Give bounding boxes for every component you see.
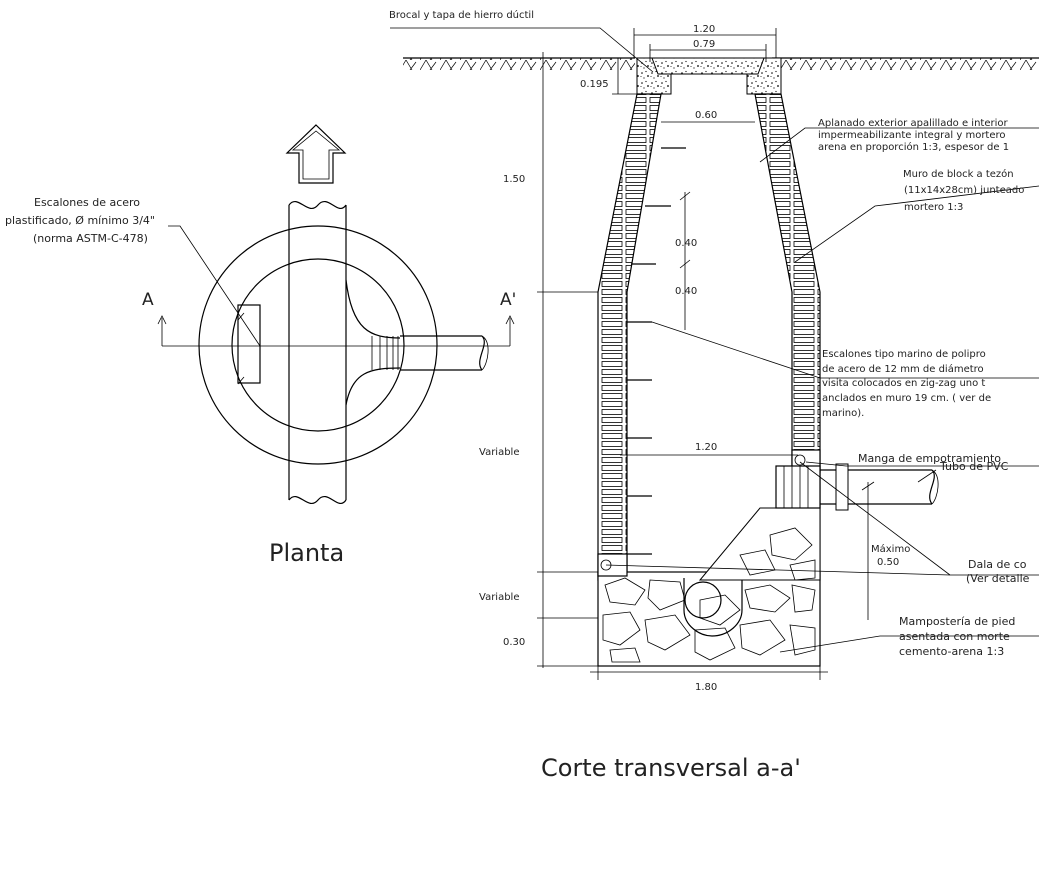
- escalones-sec-line4: anclados en muro 19 cm. ( ver de: [822, 393, 991, 404]
- wall-left: [597, 93, 662, 581]
- brocal-label: Brocal y tapa de hierro dúctil: [389, 9, 534, 21]
- manhole-inner-circle: [231, 258, 405, 432]
- section-title: Corte transversal a-a': [541, 754, 801, 782]
- muro-line1: Muro de block a tezón: [903, 168, 1014, 180]
- dim-1-20-top: 1.20: [693, 24, 715, 35]
- maximo-line1: Máximo: [871, 543, 910, 555]
- direction-arrow-icon: [285, 124, 347, 184]
- plan-title: Planta: [269, 539, 344, 567]
- dim-0-30: 0.30: [503, 637, 525, 648]
- muro-line2: (11x14x28cm) junteado: [904, 185, 1024, 196]
- maximo-line2: 0.50: [877, 557, 899, 568]
- plan-view: A A' Escalones de acero plastificado, Ø …: [5, 124, 516, 567]
- ladder-rungs: [627, 147, 686, 555]
- dim-1-50: 1.50: [503, 174, 525, 185]
- aplanado-line3: arena en proporción 1:3, espesor de 1: [818, 141, 1009, 153]
- escalones-plan-line2: plastificado, Ø mínimo 3/4": [5, 214, 155, 227]
- dim-0-40-b: 0.40: [675, 286, 697, 297]
- escalones-sec-line2: de acero de 12 mm de diámetro: [822, 363, 984, 375]
- escalones-sec-line1: Escalones tipo marino de polipro: [822, 349, 986, 360]
- dim-1-20-mid: 1.20: [695, 442, 717, 453]
- dala-line2: (Ver detalle: [966, 572, 1030, 585]
- tubo-label: Tubo de PVC: [939, 460, 1009, 473]
- section-view: 1.20 0.79 0.195 0.60 1.50 Variable Varia…: [389, 9, 1039, 782]
- mamposteria-line1: Mampostería de pied: [899, 615, 1015, 628]
- ladder-plan: [237, 304, 261, 384]
- escalones-sec-line3: visita colocados en zig-zag uno t: [822, 378, 985, 389]
- dim-variable-1: Variable: [479, 447, 520, 458]
- dim-0-40-a: 0.40: [675, 238, 697, 249]
- aplanado-line1: Aplanado exterior apalillado e interior: [818, 118, 1008, 129]
- pvc-pipe: [775, 463, 939, 511]
- section-label-a: A: [142, 290, 154, 310]
- outlet-pipe: [400, 335, 489, 371]
- manhole-outer-circle: [198, 225, 438, 465]
- manga-label: Manga de empotramiento: [858, 452, 1001, 465]
- stone-base: [597, 507, 821, 667]
- dim-0-60: 0.60: [695, 110, 717, 121]
- escalones-plan-line1: Escalones de acero: [34, 196, 140, 209]
- vertical-pipe: [288, 201, 347, 504]
- channel-pipe: [684, 581, 722, 619]
- aplanado-line2: impermeabilizante integral y mortero: [818, 130, 1006, 141]
- dim-variable-2: Variable: [479, 592, 520, 603]
- dim-0-195: 0.195: [580, 79, 609, 90]
- escalones-plan-line3: (norma ASTM-C-478): [33, 232, 148, 245]
- muro-line3: mortero 1:3: [904, 202, 963, 213]
- escalones-sec-line5: marino).: [822, 408, 864, 419]
- section-label-a-prime: A': [500, 290, 516, 310]
- mamposteria-line3: cemento-arena 1:3: [899, 645, 1004, 658]
- dim-0-79: 0.79: [693, 39, 715, 50]
- dala-line1: Dala de co: [968, 558, 1027, 571]
- mamposteria-line2: asentada con morte: [899, 630, 1010, 643]
- dim-1-80: 1.80: [695, 682, 717, 693]
